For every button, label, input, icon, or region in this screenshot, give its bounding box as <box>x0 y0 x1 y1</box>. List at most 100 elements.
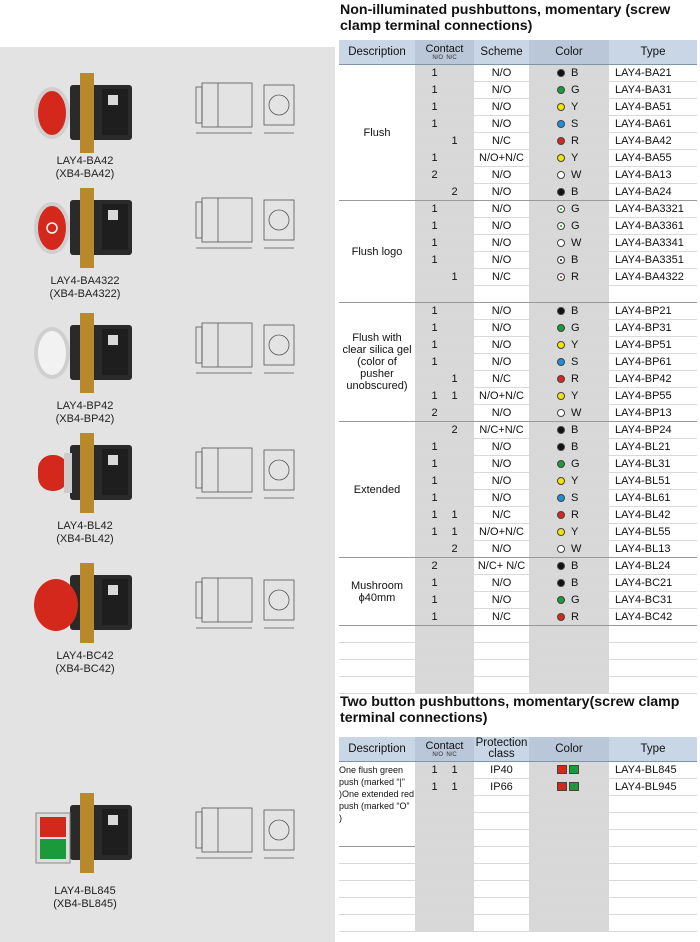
dimension-drawing <box>195 197 295 249</box>
type-cell: LAY4-BA61 <box>609 115 697 133</box>
type-cell: LAY4-BL24 <box>609 557 697 575</box>
empty-cell <box>529 897 609 915</box>
color-code: G <box>571 322 580 334</box>
empty-cell <box>529 659 609 677</box>
type-cell <box>609 285 697 303</box>
group-description: Flush with clear silica gel (color of pu… <box>339 302 415 422</box>
contact-label: Contact <box>425 739 464 752</box>
type-cell: LAY4-BA3351 <box>609 251 697 269</box>
color-cell: B <box>529 183 609 201</box>
header-type: Type <box>609 737 697 762</box>
type-cell: LAY4-BA24 <box>609 183 697 201</box>
scheme-cell: N/O <box>474 404 529 422</box>
product-alt-name: (XB4-BP42) <box>55 413 115 425</box>
contact-cell <box>415 285 474 303</box>
empty-cell <box>474 846 529 864</box>
scheme-cell: N/O <box>474 81 529 99</box>
scheme-cell: N/C <box>474 608 529 626</box>
contact-cell: 2 <box>415 557 474 575</box>
contact-no-count: 1 <box>431 577 438 589</box>
product-name: LAY4-BA42 <box>56 155 114 167</box>
color-cell: Y <box>529 149 609 167</box>
empty-cell <box>529 829 609 847</box>
type-cell: LAY4-BA3321 <box>609 200 697 218</box>
color-cell: R <box>529 506 609 524</box>
contact-nc-count: 1 <box>451 764 458 776</box>
contact-cell: 1 <box>415 98 474 116</box>
red-green-twin-icon <box>557 781 581 793</box>
product-caption: LAY4-BA42(XB4-BA42) <box>20 155 150 181</box>
color-cell: S <box>529 353 609 371</box>
color-cell: Y <box>529 336 609 354</box>
empty-cell <box>415 625 474 643</box>
empty-cell <box>474 659 529 677</box>
scheme-cell: N/C+ N/C <box>474 557 529 575</box>
type-cell: LAY4-BA42 <box>609 132 697 150</box>
black-half-logo-icon <box>557 256 565 264</box>
empty-cell <box>474 880 529 898</box>
color-code: G <box>571 220 580 232</box>
type-cell: LAY4-BL55 <box>609 523 697 541</box>
header-scheme: Scheme <box>474 40 529 65</box>
contact-no-count: 1 <box>431 101 438 113</box>
color-cell: W <box>529 540 609 558</box>
contact-cell: 2 <box>415 404 474 422</box>
color-cell: Y <box>529 98 609 116</box>
color-code: Y <box>571 390 579 402</box>
empty-cell <box>339 846 415 864</box>
contact-no-count: 1 <box>431 475 438 487</box>
blue-dot <box>557 494 565 502</box>
contact-cell: 1 <box>415 472 474 490</box>
white-dot <box>557 545 565 553</box>
color-code: Y <box>571 339 579 351</box>
product-alt-name: (XB4-BL42) <box>56 533 114 545</box>
contact-no-count: 1 <box>431 203 438 215</box>
yellow-dot <box>557 154 565 162</box>
green-dot <box>557 86 565 94</box>
product-name: LAY4-BL845 <box>54 885 116 897</box>
header-type: Type <box>609 40 697 65</box>
red-dot <box>557 137 565 145</box>
scheme-cell: N/O <box>474 302 529 320</box>
contact-cell: 1 <box>415 234 474 252</box>
empty-cell <box>609 829 697 847</box>
header-contact: Contact N/O N/C <box>415 40 474 65</box>
table-row <box>339 863 697 881</box>
color-code: B <box>571 577 579 589</box>
type-cell: LAY4-BC21 <box>609 574 697 592</box>
type-cell: LAY4-BL945 <box>609 778 697 796</box>
contact-no-count: 1 <box>431 356 438 368</box>
color-code: B <box>571 424 579 436</box>
color-cell <box>529 778 609 796</box>
color-cell: R <box>529 370 609 388</box>
table-row <box>339 829 697 847</box>
dimension-drawing <box>195 322 295 374</box>
type-cell: LAY4-BP31 <box>609 319 697 337</box>
type-cell: LAY4-BL21 <box>609 438 697 456</box>
empty-cell <box>609 795 697 813</box>
blue-dot <box>557 120 565 128</box>
scheme-cell: N/C+N/C <box>474 421 529 439</box>
scheme-cell: N/O <box>474 166 529 184</box>
product-block: LAY4-BA4322(XB4-BA4322) <box>0 180 335 300</box>
pushbutton-photo <box>34 313 132 393</box>
empty-cell <box>529 625 609 643</box>
empty-row <box>339 659 697 677</box>
header-protection-class: Protection class <box>474 737 529 762</box>
dimension-drawing <box>195 82 295 134</box>
empty-cell <box>529 863 609 881</box>
color-code: S <box>571 118 579 130</box>
empty-cell <box>415 812 474 830</box>
product-caption: LAY4-BL42(XB4-BL42) <box>20 520 150 546</box>
